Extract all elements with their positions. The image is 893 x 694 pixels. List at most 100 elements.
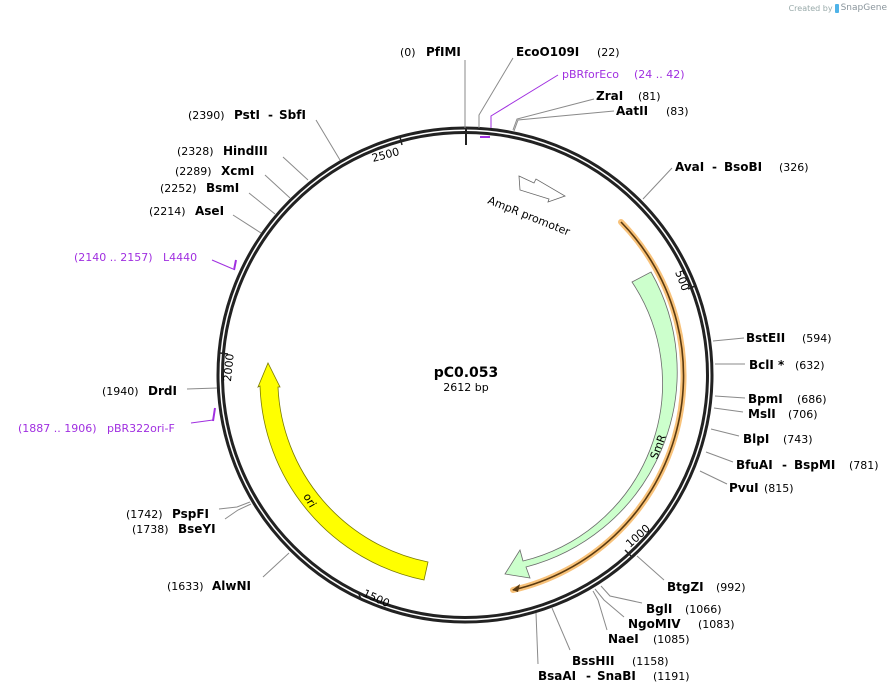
tick-1500: 1500: [357, 587, 392, 610]
svg-text:PspFI: PspFI: [172, 507, 209, 521]
enzyme-btgzi[interactable]: BtgZI (992): [636, 555, 746, 594]
svg-text:(1085): (1085): [653, 633, 690, 646]
svg-text:(24 .. 42): (24 .. 42): [634, 68, 685, 81]
svg-text:(1083): (1083): [698, 618, 735, 631]
svg-text:AlwNI: AlwNI: [212, 579, 251, 593]
ampr-promoter-label: AmpR promoter: [486, 194, 572, 239]
watermark-prefix: Created by: [788, 3, 833, 13]
enzyme-asei[interactable]: (2214) AseI: [149, 204, 262, 234]
svg-text:BfuAI: BfuAI: [736, 458, 773, 472]
enzyme-bsaai-snabi[interactable]: BsaAI - SnaBI (1191): [535, 612, 690, 683]
svg-text:-: -: [712, 160, 717, 174]
svg-text:(815): (815): [764, 482, 794, 495]
svg-text:-: -: [782, 458, 787, 472]
enzyme-bsteii[interactable]: BstEII (594): [712, 331, 832, 345]
snapgene-logo-icon: [834, 3, 839, 13]
svg-text:BlpI: BlpI: [743, 432, 769, 446]
svg-text:(594): (594): [802, 332, 832, 345]
svg-text:(1887 .. 1906): (1887 .. 1906): [18, 422, 97, 435]
snapgene-watermark: Created by SnapGene: [789, 3, 887, 13]
svg-text:PfIMI: PfIMI: [426, 45, 461, 59]
enzyme-msli[interactable]: MslI (706): [713, 407, 818, 421]
ampr-promoter-feature: AmpR promoter: [486, 175, 572, 239]
enzyme-avai-bsobi[interactable]: AvaI - BsoBI (326): [642, 160, 809, 200]
svg-text:(81): (81): [638, 90, 661, 103]
svg-text:BstEII: BstEII: [746, 331, 785, 345]
svg-text:pBRforEco: pBRforEco: [562, 68, 619, 81]
svg-text:XcmI: XcmI: [221, 164, 254, 178]
svg-text:(1191): (1191): [653, 670, 690, 683]
svg-text:BglI: BglI: [646, 602, 672, 616]
watermark-brand: SnapGene: [840, 3, 887, 13]
svg-text:-: -: [268, 108, 273, 122]
enzyme-drdi[interactable]: (1940) DrdI: [102, 384, 218, 398]
svg-text:(706): (706): [788, 408, 818, 421]
ori-feature: ori: [257, 362, 429, 581]
svg-text:(1742): (1742): [126, 508, 163, 521]
svg-text:SbfI: SbfI: [279, 108, 306, 122]
enzyme-naei[interactable]: NaeI (1085): [592, 590, 690, 646]
svg-text:(2390): (2390): [188, 109, 225, 122]
svg-text:AseI: AseI: [195, 204, 224, 218]
svg-text:(22): (22): [597, 46, 620, 59]
enzyme-bsshii[interactable]: BssHII (1158): [551, 607, 669, 668]
svg-text:pBR322ori-F: pBR322ori-F: [107, 422, 175, 435]
enzyme-blpi[interactable]: BlpI (743): [710, 428, 813, 446]
svg-text:(992): (992): [716, 581, 746, 594]
ori-label: ori: [300, 491, 318, 510]
svg-text:BsmI: BsmI: [206, 181, 239, 195]
svg-text:EcoO109I: EcoO109I: [516, 45, 579, 59]
svg-text:NaeI: NaeI: [608, 632, 639, 646]
svg-text:MslI: MslI: [748, 407, 776, 421]
enzyme-zrai[interactable]: ZraI (81): [512, 89, 661, 131]
svg-text:ZraI: ZraI: [596, 89, 623, 103]
enzyme-pvui[interactable]: PvuI (815): [699, 470, 794, 495]
svg-text:(632): (632): [795, 359, 825, 372]
svg-text:(2289): (2289): [175, 165, 212, 178]
svg-text:(0): (0): [400, 46, 416, 59]
enzyme-bsmi[interactable]: (2252) BsmI: [160, 181, 276, 215]
enzyme-bgli[interactable]: BglI (1066): [600, 585, 722, 616]
enzyme-bfuai-bspmi[interactable]: BfuAI - BspMI (781): [705, 451, 879, 472]
enzyme-pfimi[interactable]: (0) PfIMI: [400, 45, 466, 128]
svg-text:(743): (743): [783, 433, 813, 446]
plasmid-length: 2612 bp: [443, 381, 488, 394]
svg-text:(686): (686): [797, 393, 827, 406]
svg-text:HindIII: HindIII: [223, 144, 268, 158]
svg-text:(1066): (1066): [685, 603, 722, 616]
svg-text:(1940): (1940): [102, 385, 139, 398]
enzyme-aatii[interactable]: AatII (83): [513, 104, 689, 132]
svg-text:AatII: AatII: [616, 104, 648, 118]
svg-text:(1158): (1158): [632, 655, 669, 668]
enzyme-ngomiv[interactable]: NgoMIV (1083): [594, 588, 735, 631]
svg-text:BseYI: BseYI: [178, 522, 216, 536]
svg-text:(83): (83): [666, 105, 689, 118]
svg-text:-: -: [586, 669, 591, 683]
enzyme-bpmi[interactable]: BpmI (686): [714, 392, 827, 406]
enzyme-bcli[interactable]: BclI * (632): [715, 358, 825, 372]
enzyme-alwni[interactable]: (1633) AlwNI: [167, 552, 290, 593]
svg-text:PstI: PstI: [234, 108, 260, 122]
svg-text:(2214): (2214): [149, 205, 186, 218]
primer-pbr322ori-f[interactable]: (1887 .. 1906) pBR322ori-F: [18, 407, 216, 435]
svg-text:(1633): (1633): [167, 580, 204, 593]
enzyme-xcmi[interactable]: (2289) XcmI: [175, 164, 291, 199]
svg-text:NgoMIV: NgoMIV: [628, 617, 681, 631]
svg-text:(2328): (2328): [177, 145, 214, 158]
enzyme-hindiii[interactable]: (2328) HindIII: [177, 144, 309, 181]
svg-text:BspMI: BspMI: [794, 458, 835, 472]
svg-text:L4440: L4440: [163, 251, 197, 264]
primer-l4440[interactable]: (2140 .. 2157) L4440: [74, 251, 237, 271]
primer-pbrforeco[interactable]: pBRforEco (24 .. 42): [480, 68, 685, 138]
plasmid-name: pC0.053: [434, 365, 499, 381]
enzyme-psti-sbfi[interactable]: (2390) PstI - SbfI: [188, 108, 341, 161]
svg-text:PvuI: PvuI: [729, 481, 759, 495]
svg-text:(2140 .. 2157): (2140 .. 2157): [74, 251, 153, 264]
enzyme-bseyi[interactable]: (1738) BseYI: [132, 503, 252, 536]
enzyme-ecoo109i[interactable]: EcoO109I (22): [478, 45, 620, 128]
enzyme-psppfi[interactable]: (1742) PspFI: [126, 501, 251, 521]
orange-feature: [510, 219, 687, 593]
svg-text:AvaI: AvaI: [675, 160, 704, 174]
svg-text:SnaBI: SnaBI: [597, 669, 636, 683]
